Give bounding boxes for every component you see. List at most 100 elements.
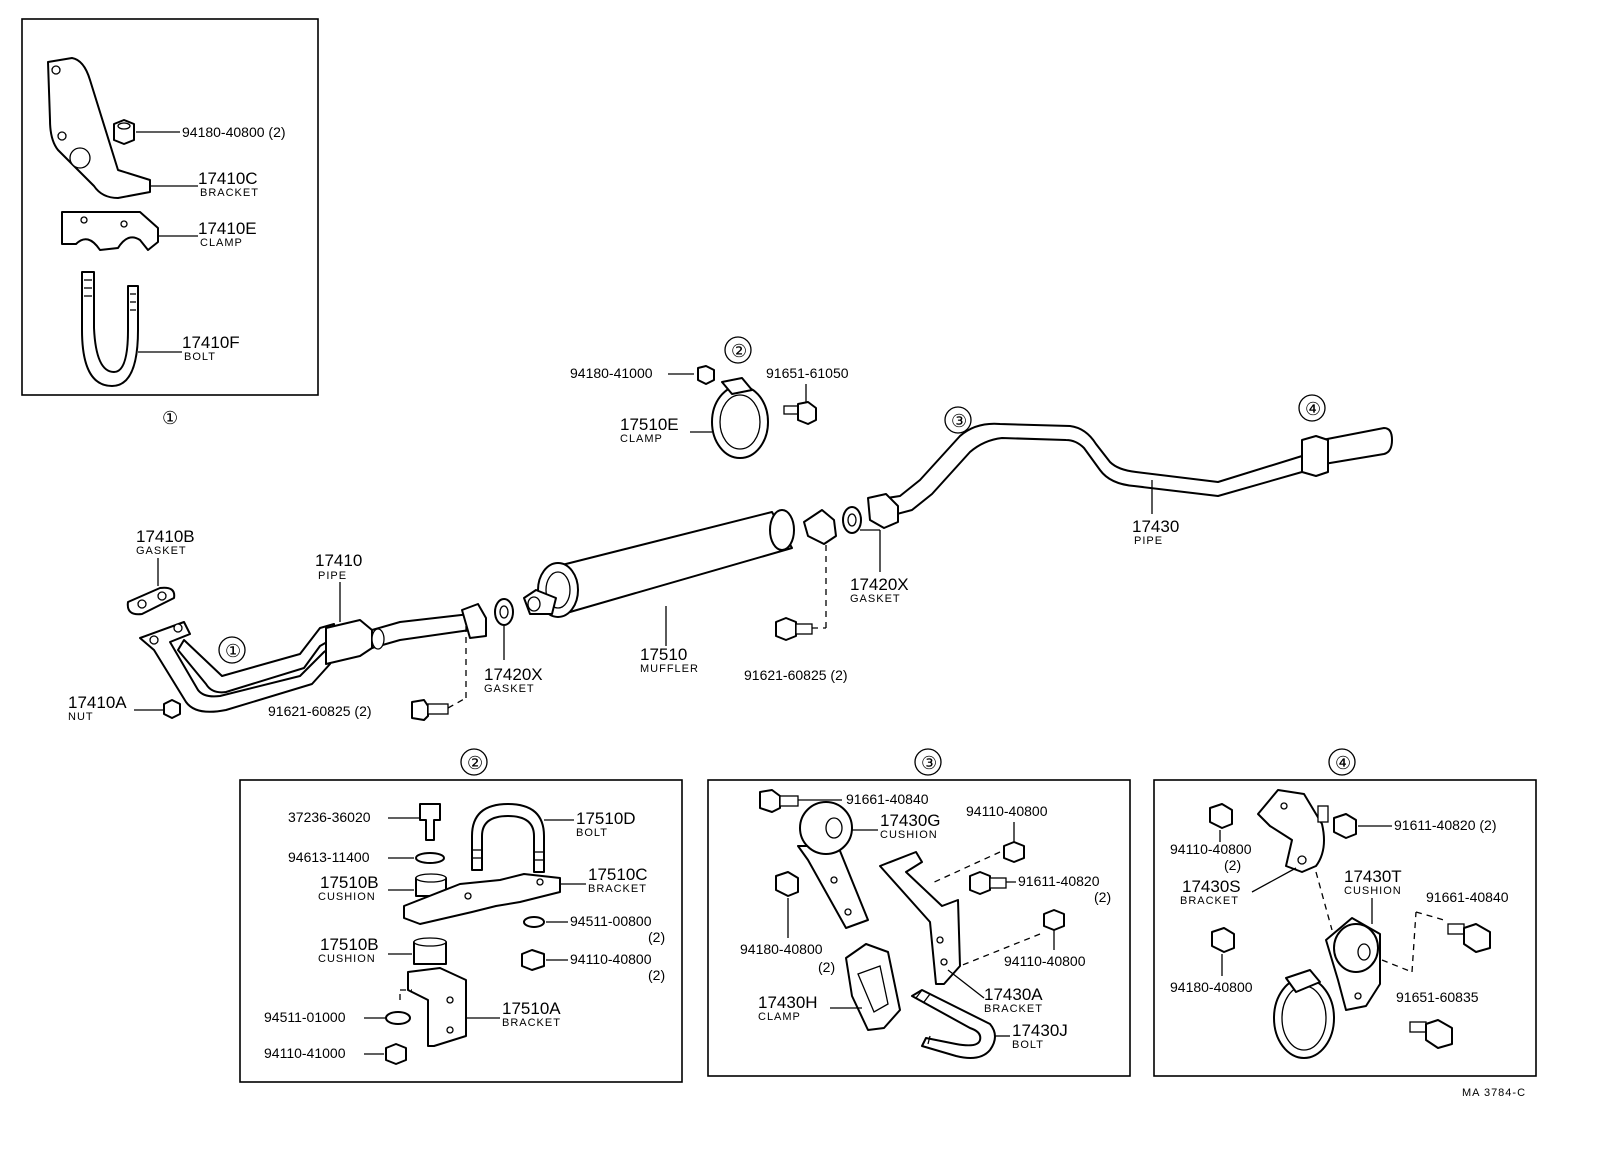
ubolt-17510d-shape <box>471 803 545 873</box>
bracket-hole <box>57 131 67 141</box>
cushion-17430t-body <box>1333 923 1379 973</box>
clamp-hole <box>80 216 88 224</box>
detail-3-panel: ③ 91661-40840 17430G CUSHION 94110-40800… <box>707 748 1131 1077</box>
label-94110-40800-qty: (2) <box>648 967 665 983</box>
bolt-shank <box>989 877 1007 889</box>
label-94613-11400: 94613-11400 <box>288 849 370 865</box>
label-91621-60825-rear: 91621-60825 (2) <box>744 667 848 683</box>
cushion-bore <box>825 817 843 839</box>
washer-94511-01000-shape <box>385 1011 411 1025</box>
cushion-hole <box>1354 992 1362 1000</box>
bolt-shank <box>783 405 799 415</box>
gasket-hole <box>137 599 147 609</box>
bolt-shank <box>779 795 799 807</box>
nut-94110-40800-d3b-shape <box>1043 909 1065 931</box>
clamp-17410e-shape <box>61 211 159 251</box>
tail-pipe-17430-shape <box>873 422 1303 519</box>
front-pipe-joint <box>325 619 373 665</box>
bolt-shank <box>795 623 813 635</box>
gasket-17410b-shape <box>126 586 176 616</box>
label-91661-40840-d4: 91661-40840 <box>1426 889 1509 905</box>
dashed-guide <box>959 933 1041 967</box>
detail-4-panel: ④ 94110-40800 (2) 17430S BRACKET 91611-4… <box>1153 748 1537 1077</box>
ref-4-label: ④ <box>1305 399 1321 419</box>
bolt-17430j-shape <box>911 989 996 1059</box>
bracket-17430s-shape <box>1257 789 1325 873</box>
gasket-bore <box>499 605 509 619</box>
label-17430h: 17430H <box>758 993 818 1012</box>
bolt-91651-60835-shape <box>1425 1019 1453 1049</box>
label-17510b-bottom: 17510B <box>320 935 379 954</box>
nut-bore <box>117 122 131 130</box>
label-pipe: PIPE <box>318 570 347 582</box>
pin-37236-shape <box>419 803 441 841</box>
clamp-ring-ear <box>1285 969 1321 993</box>
nut-94180-41000-shape <box>697 365 715 385</box>
label-gasket-front: GASKET <box>484 683 535 695</box>
label-17420x-front: 17420X <box>484 665 543 684</box>
dashed-guide <box>929 851 1001 885</box>
label-94511-01000: 94511-01000 <box>264 1009 346 1025</box>
bracket-hole <box>446 996 454 1004</box>
nut-94180-40800-d3-shape <box>775 871 799 897</box>
thread <box>915 989 923 999</box>
thread <box>927 1035 931 1045</box>
label-94180-40800-d4: 94180-40800 <box>1170 979 1253 995</box>
label-bracket-430a: BRACKET <box>984 1003 1043 1015</box>
label-bolt: BOLT <box>184 351 216 363</box>
label-94110-40800-d4: 94110-40800 <box>1170 841 1252 857</box>
label-17430: 17430 <box>1132 517 1179 536</box>
label-91611-40820-qty: (2) <box>1094 889 1111 905</box>
label-94110-40800-d4-qty: (2) <box>1224 857 1241 873</box>
pipe-band <box>371 628 385 650</box>
detail-2-frame <box>239 779 683 1083</box>
bracket-17510c-shape <box>403 873 561 925</box>
washer-94613-shape <box>415 852 445 864</box>
ref-circle-3 <box>944 406 972 434</box>
front-pipe-17410-shape <box>139 621 331 713</box>
label-gasket-rear: GASKET <box>850 593 901 605</box>
muffler-17510-shape <box>549 511 793 613</box>
nut-17410a-shape <box>163 699 181 719</box>
dashed-guide <box>1415 911 1445 921</box>
ref-1-label: ① <box>225 641 241 661</box>
bolt-shank <box>1447 923 1465 935</box>
ref-circle-1 <box>218 636 246 664</box>
front-pipe-mid <box>371 613 471 649</box>
nut-94110-40800-d4-shape <box>1209 803 1233 829</box>
label-17510e: 17510E <box>620 415 679 434</box>
label-17430j: 17430J <box>1012 1021 1068 1040</box>
gasket-bore <box>847 513 857 527</box>
clamp-inner-fold <box>857 965 889 1013</box>
label-17410: 17410 <box>315 551 362 570</box>
detail-4-frame <box>1153 779 1537 1077</box>
label-cushion-top: CUSHION <box>318 891 376 903</box>
tail-pipe-tip <box>1321 427 1393 465</box>
label-gasket: GASKET <box>136 545 187 557</box>
bolt-91661-40840-d3-shape <box>759 789 781 813</box>
muffler-outlet-flange <box>803 509 837 545</box>
bracket-hole <box>536 878 544 886</box>
bolt-shank <box>1409 1021 1427 1033</box>
bracket-hole <box>51 65 61 75</box>
ref-2-label: ② <box>731 341 747 361</box>
label-17420x-rear: 17420X <box>850 575 909 594</box>
clamp-hole <box>120 220 128 228</box>
ref-circle-detail-3 <box>914 748 942 776</box>
label-17430a: 17430A <box>984 985 1043 1004</box>
ref-circle-2 <box>724 336 752 364</box>
ref-3-label: ③ <box>951 411 967 431</box>
label-bracket: BRACKET <box>200 187 259 199</box>
label-clamp: CLAMP <box>200 237 243 249</box>
dashed-guide <box>1411 911 1417 973</box>
nut-94110-40800-d3a-shape <box>1003 841 1025 863</box>
label-bolt-j: BOLT <box>1012 1039 1044 1051</box>
label-17410b: 17410B <box>136 527 195 546</box>
bolt-91651-61050-shape <box>797 401 817 425</box>
diagram-code: MA 3784-C <box>1462 1087 1526 1099</box>
label-91651-60835: 91651-60835 <box>1396 989 1479 1005</box>
nut-94110-40800-shape <box>521 949 545 971</box>
label-91611-40820-d4: 91611-40820 (2) <box>1394 817 1496 833</box>
label-bolt-d: BOLT <box>576 827 608 839</box>
front-pipe-flange <box>461 603 487 639</box>
